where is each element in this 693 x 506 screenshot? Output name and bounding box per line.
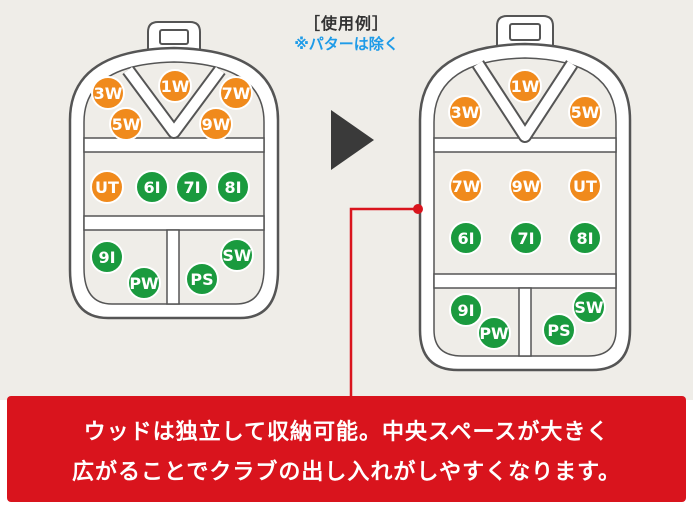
club-label: 3W bbox=[451, 103, 480, 122]
club-label: PW bbox=[479, 324, 509, 343]
club-circle bbox=[90, 170, 124, 204]
club-label: 7I bbox=[183, 178, 200, 197]
left-club-badge-1w: 1W bbox=[158, 69, 192, 103]
left-club-badge-ut: UT bbox=[90, 170, 124, 204]
club-circle bbox=[449, 293, 483, 327]
club-circle bbox=[127, 266, 161, 300]
club-circle bbox=[219, 76, 253, 110]
right-club-badge-pw: PW bbox=[477, 316, 511, 350]
left-club-badge-3w: 3W bbox=[91, 76, 125, 110]
club-label: UT bbox=[573, 177, 597, 196]
club-label: 7W bbox=[452, 177, 481, 196]
message-banner: ウッドは独立して収納可能。中央スペースが大きく 広がることでクラブの出し入れがし… bbox=[7, 396, 686, 502]
right-club-badge-8i: 8I bbox=[568, 221, 602, 255]
usage-title: ［使用例］ bbox=[303, 14, 389, 33]
right-club-badge-9w: 9W bbox=[509, 169, 543, 203]
club-label: PS bbox=[547, 321, 570, 340]
club-circle bbox=[542, 313, 576, 347]
club-label: 7I bbox=[517, 229, 534, 248]
right-club-badge-sw: SW bbox=[572, 290, 606, 324]
club-label: PS bbox=[190, 270, 213, 289]
left-divider-2 bbox=[83, 215, 265, 231]
club-label: 6I bbox=[457, 229, 474, 248]
banner-line-2: 広がることでクラブの出し入れがしやすくなります。 bbox=[72, 460, 621, 485]
club-label: 9I bbox=[98, 248, 115, 267]
right-club-badge-9i: 9I bbox=[449, 293, 483, 327]
club-circle bbox=[135, 170, 169, 204]
right-club-badge-7w: 7W bbox=[449, 169, 483, 203]
left-club-badge-ps: PS bbox=[185, 262, 219, 296]
right-handle-slot bbox=[509, 23, 541, 41]
right-club-badge-ps: PS bbox=[542, 313, 576, 347]
club-circle bbox=[449, 169, 483, 203]
club-circle bbox=[477, 316, 511, 350]
club-label: SW bbox=[574, 298, 604, 317]
club-circle bbox=[91, 76, 125, 110]
left-club-badge-7w: 7W bbox=[219, 76, 253, 110]
left-club-badge-9i: 9I bbox=[90, 240, 124, 274]
club-circle bbox=[158, 69, 192, 103]
club-label: 5W bbox=[112, 115, 141, 134]
left-divider-3 bbox=[166, 229, 180, 305]
club-circle bbox=[508, 69, 542, 103]
club-label: 7W bbox=[222, 84, 251, 103]
club-label: UT bbox=[95, 178, 119, 197]
club-circle bbox=[199, 107, 233, 141]
club-label: 1W bbox=[161, 77, 190, 96]
club-circle bbox=[568, 95, 602, 129]
club-circle bbox=[185, 262, 219, 296]
left-club-badge-sw: SW bbox=[220, 238, 254, 272]
right-club-badge-1w: 1W bbox=[508, 69, 542, 103]
club-label: 1W bbox=[511, 77, 540, 96]
club-circle bbox=[220, 238, 254, 272]
right-club-badge-5w: 5W bbox=[568, 95, 602, 129]
club-label: 6I bbox=[143, 178, 160, 197]
banner-line-1: ウッドは独立して収納可能。中央スペースが大きく bbox=[83, 420, 610, 445]
left-v-divider bbox=[123, 67, 225, 137]
right-divider-3 bbox=[518, 287, 532, 357]
usage-note: ※パターは除く bbox=[294, 35, 399, 53]
right-club-badge-3w: 3W bbox=[448, 95, 482, 129]
left-organizer bbox=[68, 21, 280, 320]
right-divider-2 bbox=[433, 273, 617, 289]
club-circle bbox=[568, 169, 602, 203]
callout-dot bbox=[413, 204, 423, 214]
callout-line bbox=[349, 207, 418, 398]
left-club-badge-6i: 6I bbox=[135, 170, 169, 204]
club-circle bbox=[568, 221, 602, 255]
left-club-badge-pw: PW bbox=[127, 266, 161, 300]
club-label: 9I bbox=[457, 301, 474, 320]
left-club-badge-8i: 8I bbox=[216, 170, 250, 204]
right-club-badge-ut: UT bbox=[568, 169, 602, 203]
left-club-badge-9w: 9W bbox=[199, 107, 233, 141]
club-label: 3W bbox=[94, 84, 123, 103]
club-label: 8I bbox=[576, 229, 593, 248]
transition-arrow-icon bbox=[331, 110, 374, 170]
club-circle bbox=[109, 107, 143, 141]
club-label: 9W bbox=[512, 177, 541, 196]
club-circle bbox=[509, 221, 543, 255]
right-v-divider bbox=[473, 61, 577, 141]
club-circle bbox=[449, 221, 483, 255]
left-divider-1 bbox=[83, 137, 265, 153]
left-handle-slot bbox=[159, 29, 189, 45]
club-label: PW bbox=[129, 274, 159, 293]
club-label: SW bbox=[222, 246, 252, 265]
left-club-badge-7i: 7I bbox=[175, 170, 209, 204]
club-circle bbox=[572, 290, 606, 324]
club-circle bbox=[175, 170, 209, 204]
right-club-badge-7i: 7I bbox=[509, 221, 543, 255]
club-label: 9W bbox=[202, 115, 231, 134]
club-circle bbox=[90, 240, 124, 274]
club-circle bbox=[509, 169, 543, 203]
left-club-badge-5w: 5W bbox=[109, 107, 143, 141]
club-label: 8I bbox=[224, 178, 241, 197]
right-club-badge-6i: 6I bbox=[449, 221, 483, 255]
club-circle bbox=[448, 95, 482, 129]
club-circle bbox=[216, 170, 250, 204]
club-label: 5W bbox=[571, 103, 600, 122]
